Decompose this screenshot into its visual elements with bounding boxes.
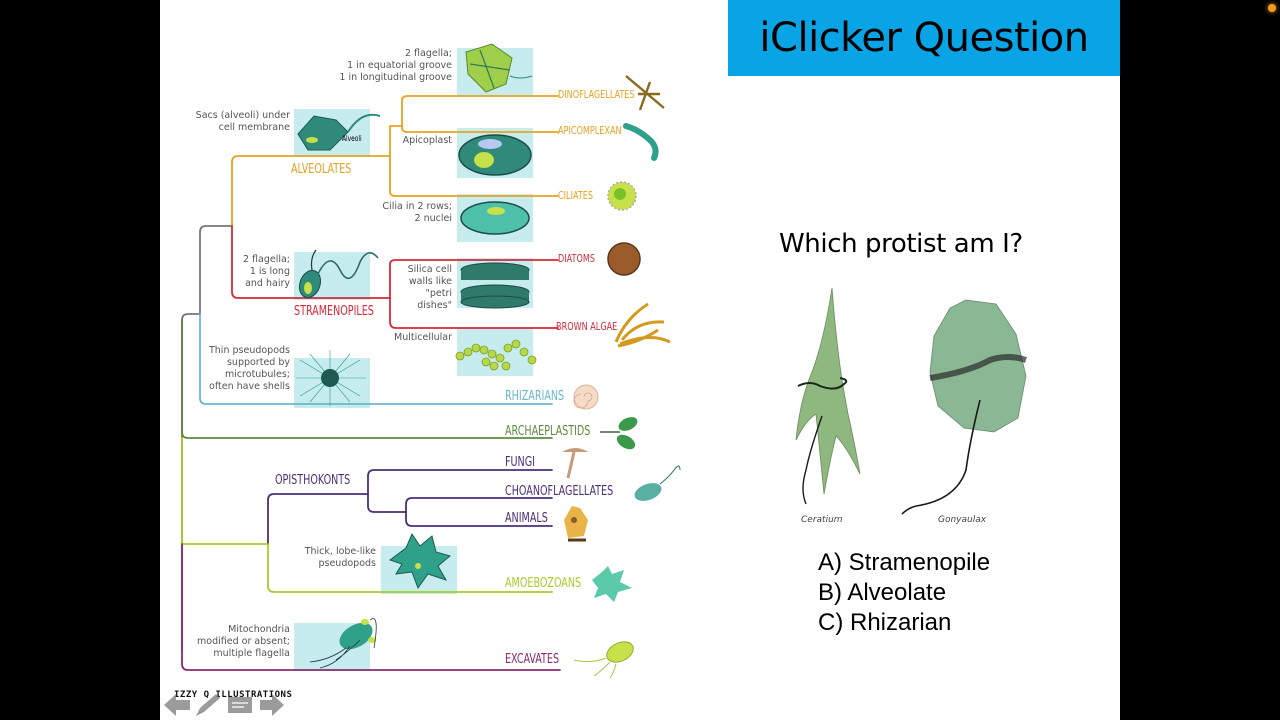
slide-title: iClicker Question bbox=[759, 15, 1089, 61]
note-diatoms-1: Silica cell bbox=[407, 264, 452, 275]
pen-icon[interactable] bbox=[196, 694, 220, 716]
note-rhizarians-2: supported by bbox=[226, 357, 290, 368]
label-dinoflagellates: DINOFLAGELLATES bbox=[558, 88, 635, 101]
label-alveolates: ALVEOLATES bbox=[291, 162, 352, 177]
note-amoebozoans-2: pseudopods bbox=[318, 558, 376, 569]
note-rhizarians-4: often have shells bbox=[209, 381, 290, 392]
label-brown-algae: BROWN ALGAE bbox=[556, 320, 618, 333]
note-diatoms-4: dishes" bbox=[417, 300, 452, 311]
note-dino-1: 2 flagella; bbox=[404, 48, 452, 59]
question-prompt: Which protist am I? bbox=[779, 229, 1023, 259]
caption-ceratium: Ceratium bbox=[801, 515, 843, 525]
label-apicomplexan: APICOMPLEXAN bbox=[558, 124, 622, 137]
caption-gonyaulax: Gonyaulax bbox=[938, 515, 987, 525]
previous-slide-icon[interactable] bbox=[164, 694, 190, 716]
label-opisthokonts: OPISTHOKONTS bbox=[275, 473, 351, 488]
note-multicellular: Multicellular bbox=[394, 332, 452, 343]
note-dino-2: 1 in equatorial groove bbox=[347, 60, 452, 71]
note-stramenopiles-2: 1 is long bbox=[249, 266, 290, 277]
note-diatoms-2: walls like bbox=[408, 276, 452, 287]
label-ciliates: CILIATES bbox=[558, 189, 594, 202]
note-stramenopiles-3: and hairy bbox=[245, 278, 290, 289]
note-rhizarians-3: microtubules; bbox=[224, 369, 290, 380]
note-excavates-2: modified or absent; bbox=[197, 636, 290, 647]
answer-list: A) Stramenopile B) Alveolate C) Rhizaria… bbox=[818, 548, 990, 638]
illustration-credit: IZZY Q ILLUSTRATIONS bbox=[174, 690, 293, 700]
menu-icon[interactable] bbox=[228, 697, 252, 713]
label-choanoflagellates: CHOANOFLAGELLATES bbox=[505, 484, 614, 499]
label-diatoms: DIATOMS bbox=[558, 252, 595, 265]
label-animals: ANIMALS bbox=[505, 511, 548, 526]
note-amoebozoans-1: Thick, lobe-like bbox=[304, 546, 376, 557]
note-dino-3: 1 in longitudinal groove bbox=[339, 72, 452, 83]
phylogenetic-tree bbox=[181, 43, 1027, 679]
label-fungi: FUNGI bbox=[505, 455, 535, 470]
slide: 2 flagella; 1 in equatorial groove 1 in … bbox=[160, 0, 1120, 720]
answer-b: B) Alveolate bbox=[818, 579, 947, 606]
label-excavates: EXCAVATES bbox=[505, 652, 560, 667]
note-alveolates-2: cell membrane bbox=[218, 122, 290, 133]
answer-c: C) Rhizarian bbox=[818, 609, 952, 636]
next-slide-icon[interactable] bbox=[260, 694, 284, 716]
slideshow-controls bbox=[164, 694, 284, 716]
note-excavates-1: Mitochondria bbox=[228, 624, 290, 635]
label-stramenopiles: STRAMENOPILES bbox=[294, 304, 374, 319]
alveoli-callout: Alveoli bbox=[342, 134, 362, 143]
note-rhizarians-1: Thin pseudopods bbox=[208, 345, 290, 356]
laser-pointer-cursor bbox=[1268, 4, 1276, 12]
label-rhizarians: RHIZARIANS bbox=[505, 389, 565, 404]
note-diatoms-3: "petri bbox=[425, 288, 452, 299]
note-stramenopiles-1: 2 flagella; bbox=[242, 254, 290, 265]
note-apicoplast: Apicoplast bbox=[402, 135, 452, 146]
note-alveolates-1: Sacs (alveoli) under bbox=[195, 110, 290, 121]
header-bar: iClicker Question bbox=[728, 0, 1120, 76]
note-excavates-3: multiple flagella bbox=[213, 648, 290, 659]
label-amoebozoans: AMOEBOZOANS bbox=[505, 576, 582, 591]
note-ciliates-2: 2 nuclei bbox=[414, 213, 452, 224]
answer-a: A) Stramenopile bbox=[818, 549, 991, 576]
note-ciliates-1: Cilia in 2 rows; bbox=[382, 201, 452, 212]
label-archaeplastids: ARCHAEPLASTIDS bbox=[505, 424, 591, 439]
